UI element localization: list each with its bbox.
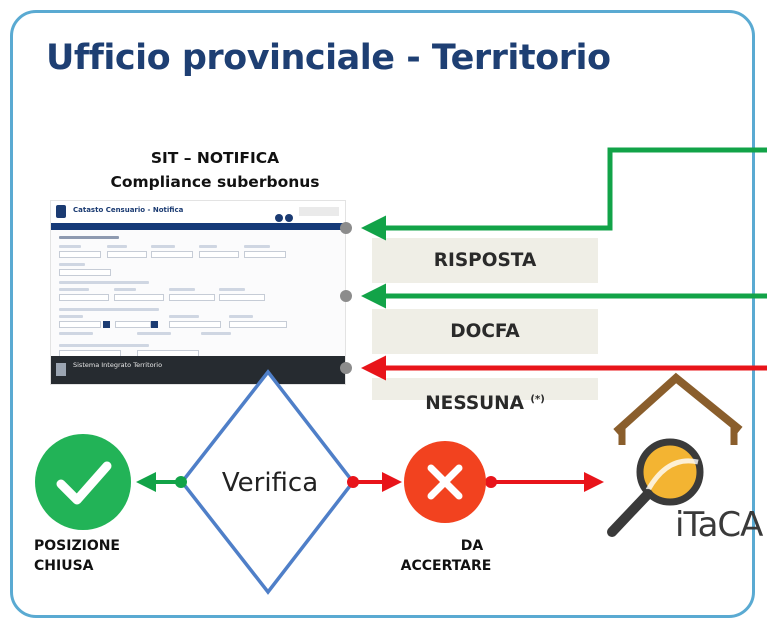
itaca-label: iTaCA: [675, 505, 763, 545]
screenshot-logo-icon: [56, 205, 66, 218]
sit-label-line1: SIT – NOTIFICA: [150, 149, 280, 167]
screenshot-user-box: [299, 207, 339, 216]
accertare-line2: ACCERTARE: [400, 558, 492, 574]
connector-dot-docfa: [340, 290, 352, 302]
verifica-diamond: [179, 369, 356, 595]
chiusa-line2: CHIUSA: [34, 558, 94, 574]
verifica-left-dot: [175, 476, 187, 488]
screenshot-footer-text: Sistema Integrato Territorio: [73, 361, 163, 369]
screenshot-header-icons: [273, 207, 293, 226]
page-title: Ufficio provinciale - Territorio: [46, 38, 611, 78]
posizione-chiusa-label: POSIZIONE CHIUSA: [34, 536, 120, 576]
response-label-risposta: RISPOSTA: [433, 250, 537, 271]
verifica-label: Verifica: [221, 468, 319, 498]
sit-notifica-screenshot: Catasto Censuario - Notifica: [50, 200, 346, 385]
check-circle-icon: [35, 434, 131, 530]
accertare-line1: DA: [460, 538, 484, 554]
connector-dot-nessuna: [340, 362, 352, 374]
arrow-risposta: [361, 147, 767, 241]
itaca-logo-icon: [607, 372, 743, 537]
sit-notifica-label: SIT – NOTIFICA Compliance suberbonus: [70, 146, 360, 194]
verifica-right-dot: [347, 476, 359, 488]
response-tag-docfa: DOCFA: [372, 309, 598, 354]
accertare-right-dot: [485, 476, 497, 488]
sit-label-line2: Compliance suberbonus: [110, 173, 320, 191]
screenshot-footer: Sistema Integrato Territorio: [51, 356, 345, 384]
screenshot-nav-bar: [51, 223, 345, 230]
screenshot-footer-logo-icon: [56, 363, 66, 376]
screenshot-app-title: Catasto Censuario - Notifica: [73, 206, 184, 214]
response-label-nessuna: NESSUNA: [425, 393, 524, 415]
da-accertare-label: DA ACCERTARE: [384, 536, 508, 576]
screenshot-header: Catasto Censuario - Notifica: [51, 201, 345, 223]
chiusa-line1: POSIZIONE: [34, 538, 120, 554]
connector-dot-risposta: [340, 222, 352, 234]
response-note-nessuna: (*): [530, 394, 545, 405]
response-label-docfa: DOCFA: [450, 321, 520, 342]
response-tag-nessuna: NESSUNA (*): [372, 378, 598, 414]
response-tag-risposta: RISPOSTA: [372, 238, 598, 283]
cross-circle-icon: [404, 441, 486, 523]
